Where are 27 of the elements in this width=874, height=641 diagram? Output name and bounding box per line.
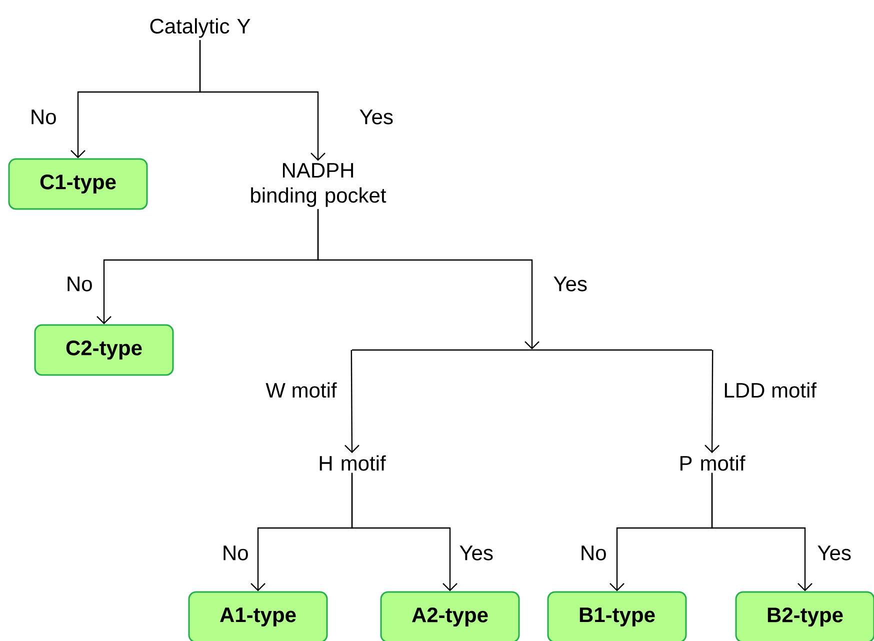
edge-label: Yes bbox=[458, 544, 494, 562]
arrow bbox=[199, 40, 326, 161]
type-box: B2-type bbox=[735, 591, 874, 641]
edge-label: LDD motif bbox=[722, 381, 818, 399]
edge-label: Yes bbox=[816, 544, 852, 562]
edge-label: Yes bbox=[552, 276, 588, 292]
criterion-text: NADPH binding pocket bbox=[251, 163, 386, 207]
type-box: A1-type bbox=[188, 591, 328, 641]
arrow bbox=[317, 209, 540, 350]
edge-label: W motif bbox=[264, 381, 338, 399]
criterion-text: Catalytic Y bbox=[150, 18, 250, 38]
arrow bbox=[704, 350, 720, 454]
edge-label: Yes bbox=[358, 108, 394, 126]
type-box: B1-type bbox=[547, 591, 687, 641]
type-box: C1-type bbox=[8, 158, 148, 210]
criterion-text: P motif bbox=[680, 455, 746, 471]
arrow bbox=[351, 472, 458, 592]
criterion-text: H motif bbox=[320, 455, 386, 471]
arrow bbox=[344, 350, 360, 454]
edge-label: No bbox=[220, 544, 250, 562]
edge-label: No bbox=[28, 108, 58, 126]
type-box: A2-type bbox=[380, 591, 520, 641]
junction-line bbox=[351, 349, 713, 351]
edge-label: No bbox=[578, 544, 608, 562]
type-box: C2-type bbox=[34, 324, 174, 376]
edge-label: No bbox=[64, 276, 94, 292]
arrow bbox=[711, 472, 812, 592]
